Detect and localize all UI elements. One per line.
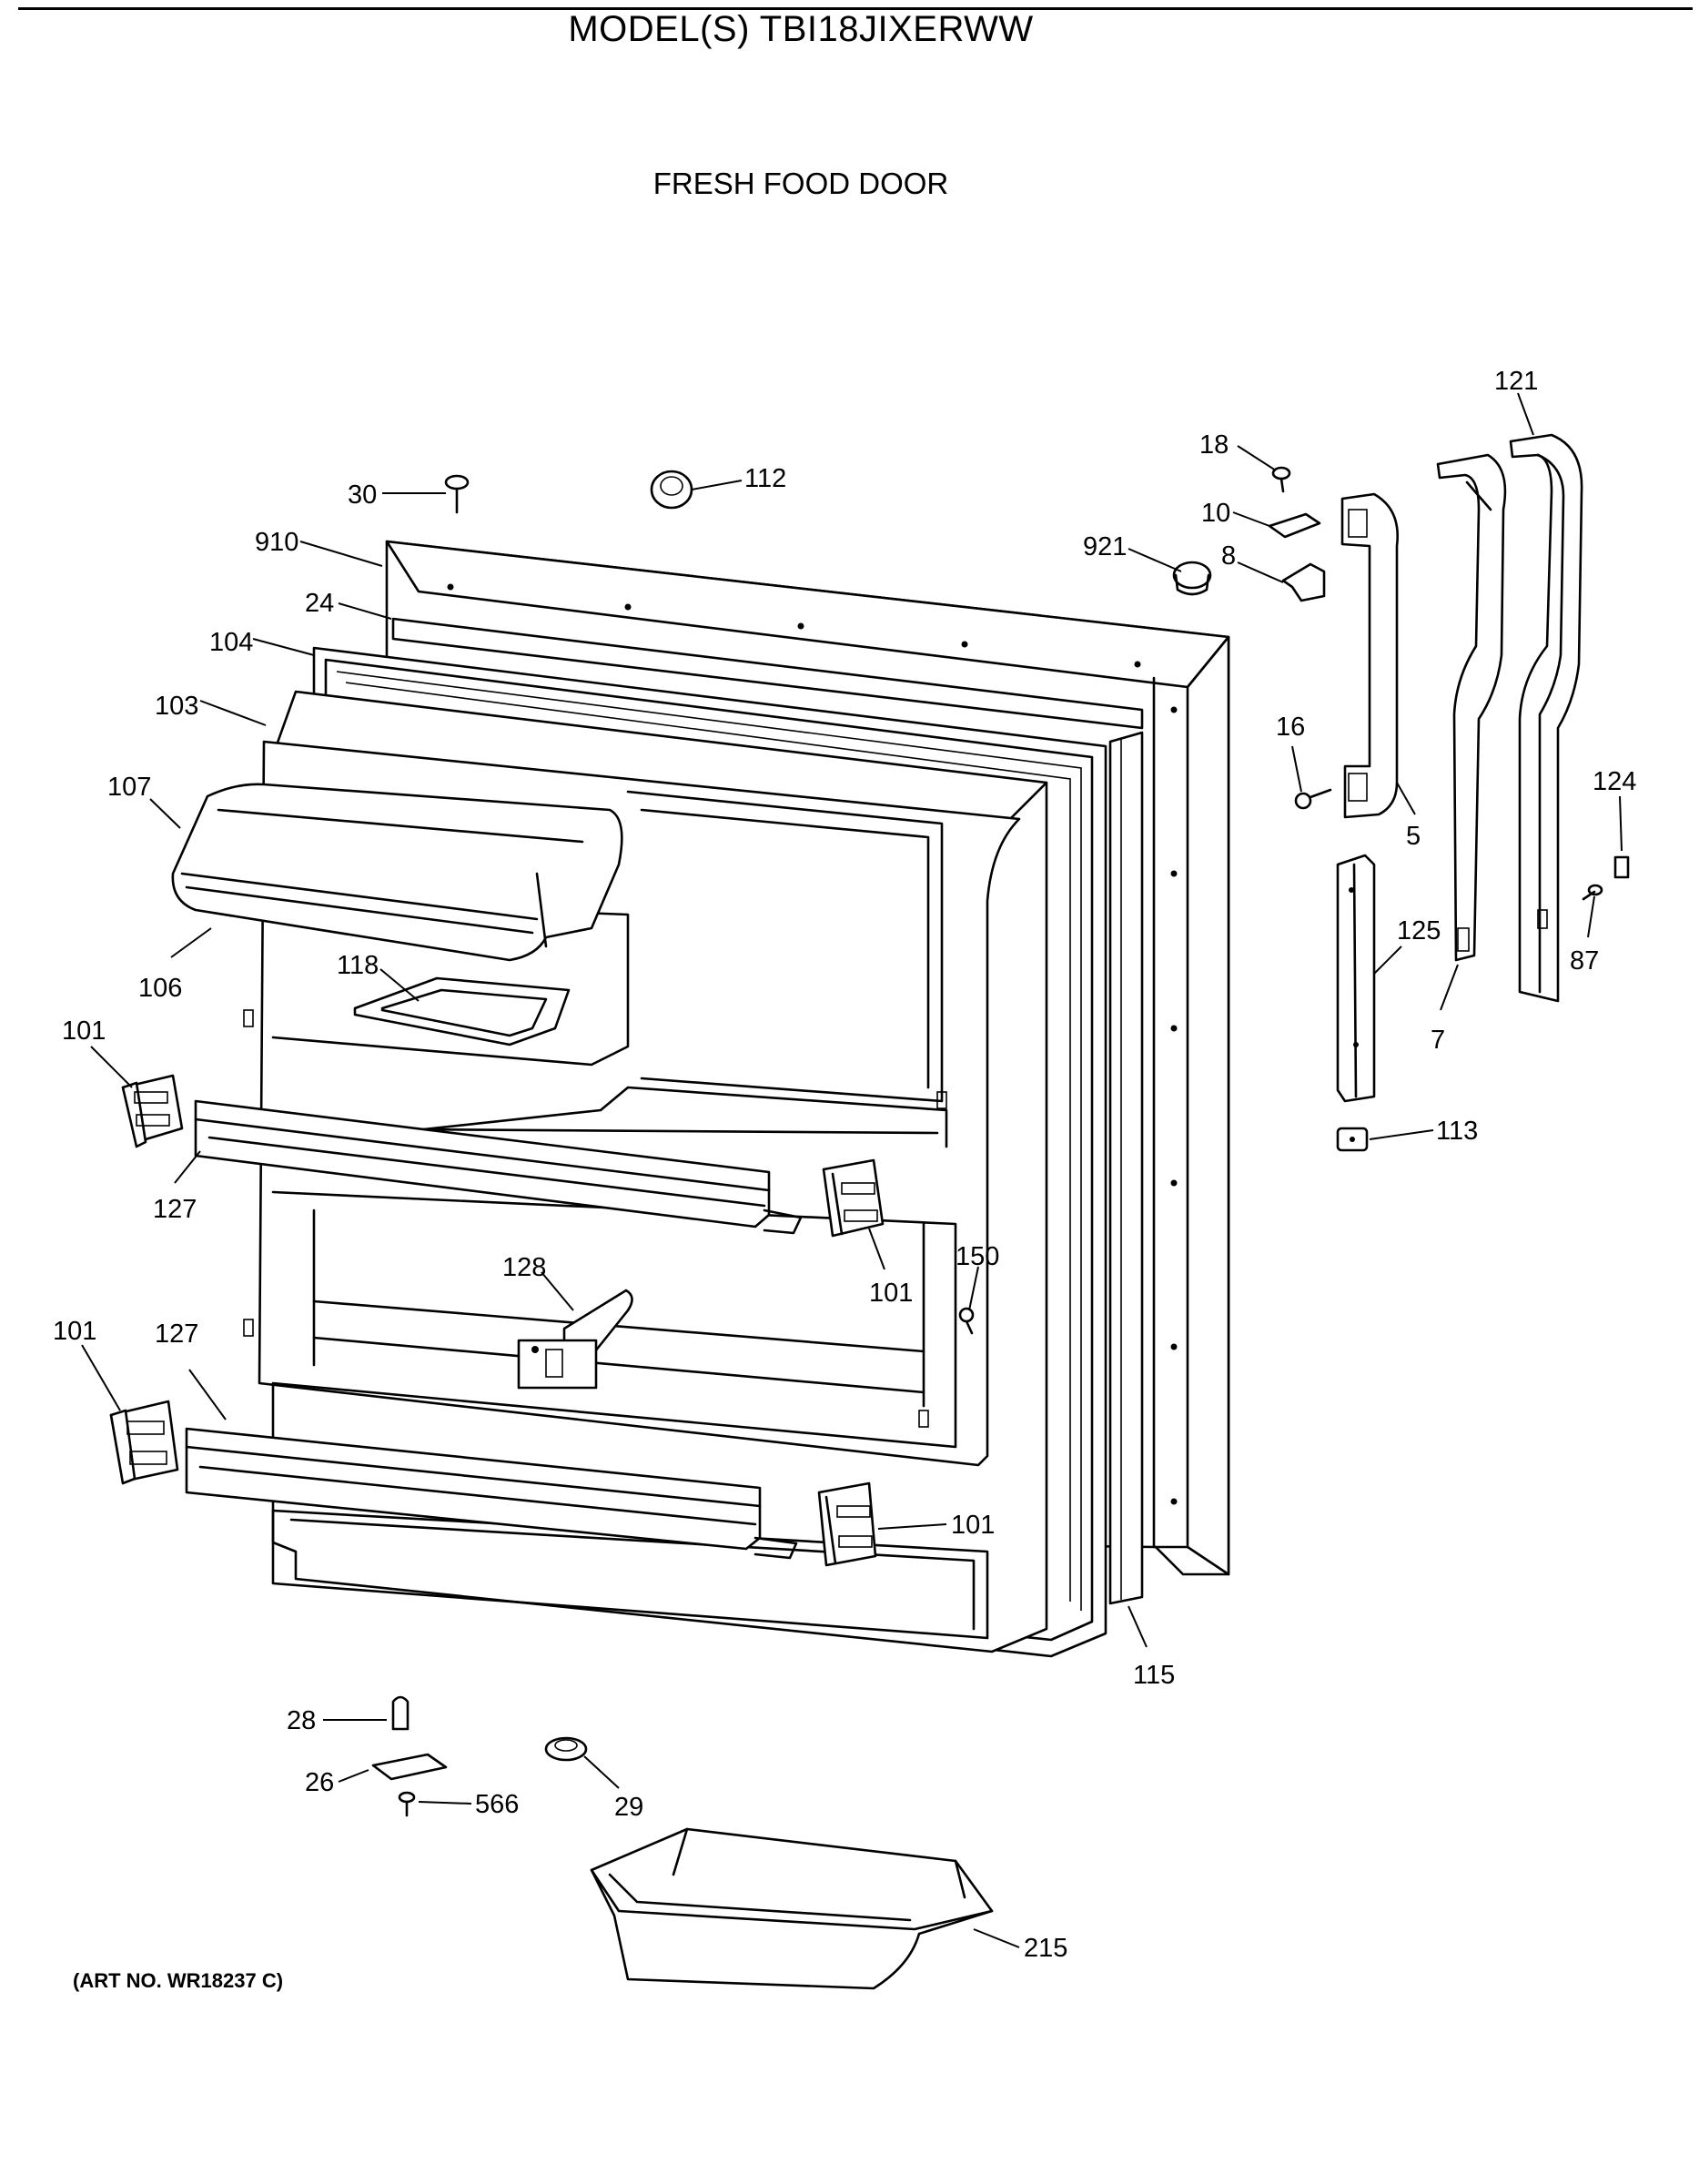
callout-125: 125	[1397, 916, 1441, 945]
callout-101-lower-right: 101	[951, 1511, 995, 1540]
shim-10	[1268, 512, 1321, 539]
callout-121: 121	[1494, 367, 1538, 396]
callout-29: 29	[614, 1793, 643, 1822]
door-bin-215	[590, 1827, 994, 1990]
upper-door-shelf	[194, 1099, 803, 1235]
clip-124	[1613, 855, 1630, 879]
callout-26: 26	[305, 1768, 334, 1797]
dairy-compartment-door	[171, 783, 623, 962]
callout-113: 113	[1436, 1117, 1478, 1146]
callout-128: 128	[502, 1253, 546, 1282]
hinge-bracket-121	[1509, 433, 1583, 1003]
hinge-plate-26	[371, 1753, 448, 1781]
callout-16: 16	[1276, 713, 1305, 742]
leader-lines	[81, 392, 1623, 1948]
screw-87	[1582, 884, 1603, 901]
art-number: (ART NO. WR18237 C)	[73, 1969, 284, 1992]
bumper-29	[544, 1736, 588, 1762]
shelf-bracket-upper-right	[822, 1158, 885, 1238]
callout-101-upper-right: 101	[869, 1279, 913, 1308]
callout-112: 112	[744, 464, 786, 493]
handle-5	[1340, 492, 1399, 819]
handle-trim-125	[1336, 854, 1376, 1103]
hinge-bracket-7	[1436, 453, 1507, 962]
screw-150	[958, 1307, 975, 1335]
pin-28	[391, 1695, 410, 1731]
callout-118: 118	[337, 951, 379, 980]
callout-7: 7	[1431, 1026, 1445, 1055]
callout-103: 103	[155, 692, 198, 721]
trim-strip-24	[391, 617, 1144, 730]
lower-door-shelf	[185, 1427, 798, 1560]
callout-87: 87	[1570, 946, 1599, 976]
callout-115: 115	[1133, 1661, 1175, 1690]
callout-104: 104	[209, 628, 253, 657]
callout-24: 24	[305, 589, 334, 618]
callout-215: 215	[1024, 1934, 1067, 1963]
shelf-bracket-lower-left	[109, 1400, 179, 1485]
callout-28: 28	[287, 1706, 316, 1735]
callout-labels: 30 112 910 24 104 103 107 106 118 101 12…	[53, 367, 1636, 1963]
callout-18: 18	[1199, 430, 1229, 460]
callout-910: 910	[255, 528, 298, 557]
callout-10: 10	[1201, 499, 1230, 528]
model-title: MODEL(S) TBI18JIXERWW	[568, 9, 1034, 49]
door-edge-strip	[1108, 731, 1144, 1605]
screw-16	[1294, 788, 1332, 810]
callout-101-lower-left: 101	[53, 1317, 96, 1346]
cap-921	[1172, 561, 1212, 596]
section-title: FRESH FOOD DOOR	[652, 167, 949, 200]
callout-566: 566	[475, 1790, 519, 1819]
callout-101-upper-left: 101	[62, 1016, 106, 1046]
butter-tray	[353, 976, 571, 1046]
egg-tray-retainer	[517, 1289, 633, 1390]
callout-124: 124	[1593, 767, 1636, 796]
callout-8: 8	[1221, 541, 1236, 571]
plug-113	[1336, 1127, 1369, 1152]
screw-18	[1271, 466, 1291, 493]
shelf-bracket-upper-left	[121, 1074, 184, 1148]
callout-921: 921	[1083, 532, 1127, 561]
callout-127-upper: 127	[153, 1195, 197, 1224]
callout-107: 107	[107, 773, 151, 802]
callout-127-lower: 127	[155, 1320, 198, 1349]
shelf-bracket-lower-right	[817, 1481, 877, 1567]
screw-30	[444, 474, 470, 514]
hinge-8	[1281, 562, 1326, 602]
callout-150: 150	[956, 1242, 999, 1271]
header-rule	[18, 7, 1693, 10]
callout-30: 30	[348, 480, 377, 510]
callout-5: 5	[1406, 822, 1421, 851]
plug-112	[650, 470, 693, 510]
callout-106: 106	[138, 974, 182, 1003]
screw-566	[398, 1791, 416, 1817]
